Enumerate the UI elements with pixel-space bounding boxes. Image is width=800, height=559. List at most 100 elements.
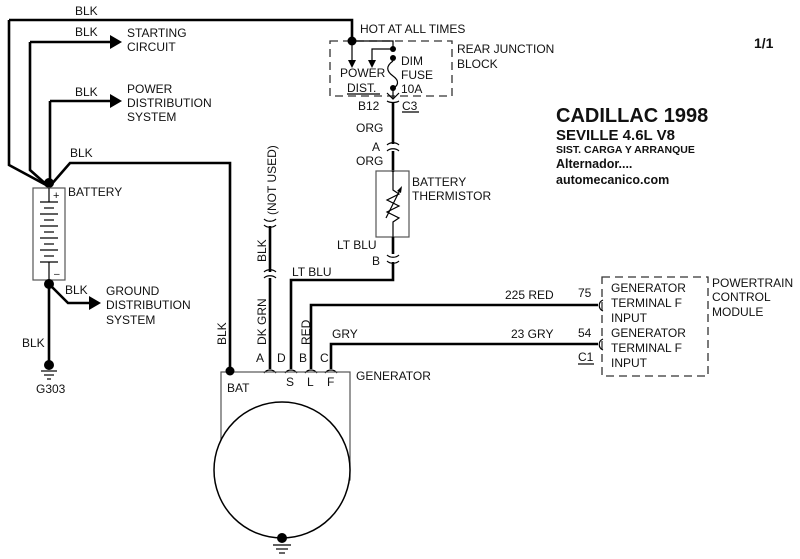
battery-plus: + [53,190,59,202]
wire-label-blk-top: BLK [75,4,98,18]
fuse-label-1: DIM [401,54,423,68]
pcm-connector-c1: C1 [578,350,594,364]
pcm-label-1: POWERTRAIN [712,276,793,290]
wire-blk-top-loop-drop [7,20,49,188]
battery-wires [7,18,354,371]
wire-label-blk-bat: BLK [215,322,229,345]
generator-ground-icon [273,533,291,554]
rear-junction-block-box [329,40,453,97]
page-number: 1/1 [754,35,774,51]
hot-at-all-times-label: HOT AT ALL TIMES [360,22,465,36]
wire-label-blk-power: BLK [75,85,98,99]
wire-label-red: RED [299,319,313,345]
pcm-label-3: MODULE [712,305,763,319]
pcm-label-2: CONTROL [712,290,771,304]
ground-g303-label: G303 [36,382,66,396]
thermistor-label-2: THERMISTOR [412,189,491,203]
power-dist-label-1: POWER [127,82,173,96]
battery-minus: – [54,269,60,280]
wire-blk-starting [28,42,49,187]
ground-dist-label-1: GROUND [106,284,160,298]
wire-label-lt-blu-thermistor: LT BLU [337,238,377,252]
pcm-pin-54: 54 [578,326,592,340]
fuse-top-terminal [390,55,396,61]
wire-label-org-1: ORG [356,121,383,135]
title-make-year: CADILLAC 1998 [556,105,708,127]
pcm-box [601,276,709,377]
wire-blk-to-generator [49,161,232,371]
wire-label-blk-ground-dist: BLK [65,283,88,297]
wire-label-blk-not-used: BLK [255,239,269,262]
wire-lt-blu [289,262,395,369]
not-used-label: (NOT USED) [265,145,279,215]
pcm-pin-75: 75 [578,286,592,300]
ground-dist-label-2: DISTRIBUTION [106,298,191,312]
wire-label-225-red: 225 RED [505,288,554,302]
pcm-circuit-75-desc-2: TERMINAL F [611,296,682,310]
arrow-power-dist-jb-icon [348,60,356,68]
generator-pin-c: C [320,351,329,365]
generator-label: GENERATOR [356,369,431,383]
wire-label-dk-grn: DK GRN [255,298,269,345]
pcm-circuit-75-desc-3: INPUT [611,311,648,325]
arrow-dim-icon [368,60,376,68]
wire-label-lt-blu-gen: LT BLU [292,265,332,279]
generator-circle-icon [213,401,351,539]
pcm-connector-54-icon [598,338,604,351]
generator-bat-terminal: BAT [227,381,250,395]
battery-plus-splice [44,178,54,188]
generator-terminal-s: S [286,375,294,389]
starting-circuit-label-1: STARTING [127,26,187,40]
pcm-connector-75-icon [598,299,604,312]
wire-label-blk-gen: BLK [70,146,93,160]
connector-c3-icon [386,100,400,104]
ground-dist-label-3: SYSTEM [106,313,155,327]
battery-label: BATTERY [68,185,122,199]
wire-label-23-gry: 23 GRY [511,327,553,341]
power-dist-jb-label-1: POWER [340,66,386,80]
wire-gry [329,342,598,369]
wire-label-gry: GRY [332,327,358,341]
generator-bat-terminal-dot [225,366,235,376]
power-dist-jb-label-2: DIST. [347,81,376,95]
title-model: SEVILLE 4.6L V8 [556,127,675,144]
wire-red [309,303,598,369]
wire-label-org-2: ORG [356,154,383,168]
connector-not-used-icon [263,218,277,222]
connector-pin-b: B [372,254,380,268]
connector-b-icon [386,254,400,258]
pcm-circuit-54-desc-2: TERMINAL F [611,341,682,355]
fuse-icon [387,60,399,89]
ground-g303-icon [41,360,57,380]
wire-blk-ground-dist [48,283,90,305]
pcm-circuit-54-desc-3: INPUT [611,356,648,370]
starting-circuit-label-2: CIRCUIT [127,40,176,54]
generator-pin-b: B [299,351,307,365]
generator-terminal-f: F [327,375,334,389]
connector-pin-b12: B12 [358,99,380,113]
wire-blk-top-loop [9,18,354,40]
title-component: Alternador.... [556,157,632,171]
fuse-label-2: FUSE [401,68,433,82]
title-site: automecanico.com [556,173,669,187]
generator-pin-d: D [277,351,286,365]
connector-pin-a: A [372,140,380,154]
arrow-starting-icon [110,35,122,49]
connector-c3: C3 [402,99,418,113]
rear-junction-label-2: BLOCK [457,57,498,71]
connector-a-icon [386,142,400,146]
thermistor-icon [385,171,401,237]
power-dist-label-2: DISTRIBUTION [127,96,212,110]
generator-terminal-l: L [307,375,314,389]
thermistor-label-1: BATTERY [412,175,466,189]
wire-label-blk-starting: BLK [75,25,98,39]
arrow-ground-dist-icon [89,296,101,310]
rear-junction-label-1: REAR JUNCTION [457,42,554,56]
pcm-circuit-75-desc-1: GENERATOR [611,281,686,295]
pcm-circuit-54-desc-1: GENERATOR [611,326,686,340]
arrow-power-dist-icon [110,94,122,108]
generator-pin-a: A [256,351,264,365]
power-dist-label-3: SYSTEM [127,110,176,124]
